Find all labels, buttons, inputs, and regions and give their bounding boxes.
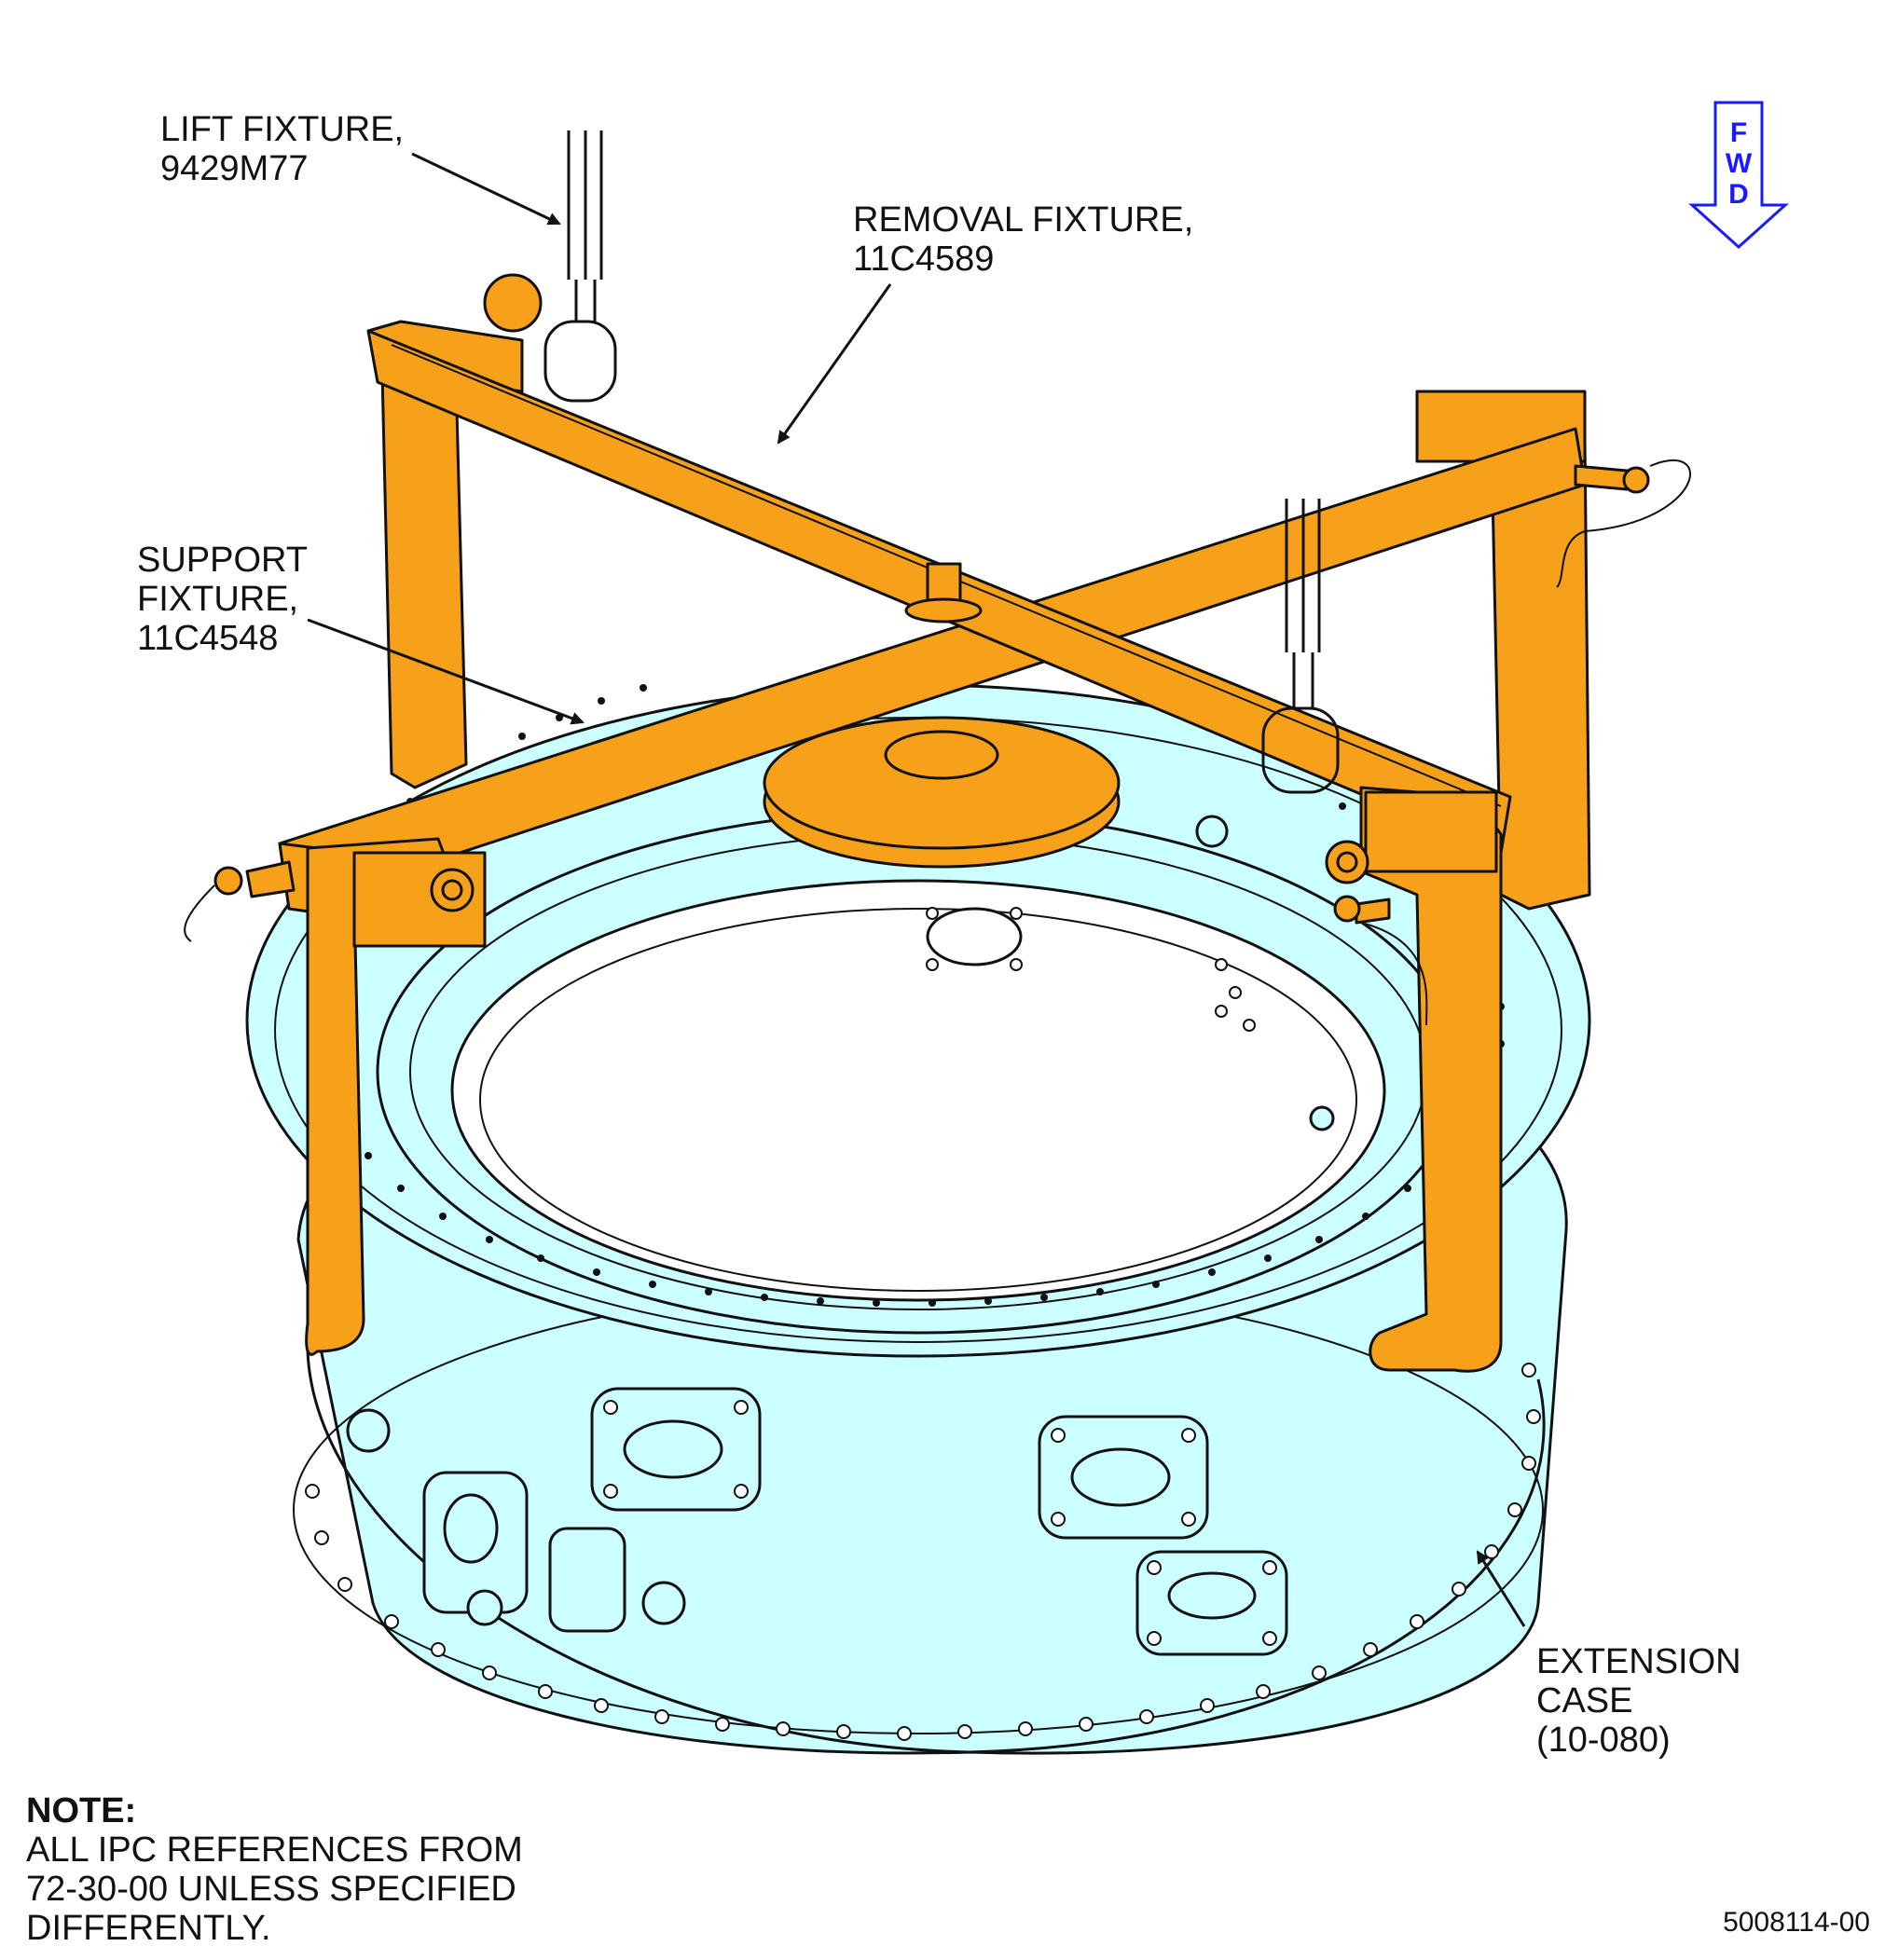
callout-extension-case-line1: EXTENSION xyxy=(1536,1642,1741,1681)
extension-case xyxy=(245,683,1591,1755)
removal-fixture xyxy=(366,273,1512,1373)
callout-support-fixture-line2: FIXTURE, xyxy=(137,580,299,619)
leader-support-fixture xyxy=(307,618,585,725)
note-line1: ALL IPC REFERENCES FROM xyxy=(26,1830,523,1870)
callout-lift-fixture-line1: LIFT FIXTURE, xyxy=(160,110,405,149)
callout-extension-case-line2: CASE xyxy=(1536,1681,1633,1720)
fwd-letter-f: F xyxy=(1730,117,1747,148)
lift-fixture xyxy=(567,130,1321,708)
leader-extension-case xyxy=(1476,1550,1526,1627)
fwd-letter-w: W xyxy=(1726,148,1753,179)
support-fixture xyxy=(184,390,1692,1356)
case-ports xyxy=(346,815,1335,1656)
callout-support-fixture-line3: 11C4548 xyxy=(137,619,279,658)
note-line2: 72-30-00 UNLESS SPECIFIED xyxy=(26,1870,516,1909)
leader-lift-fixture xyxy=(411,152,561,226)
note-line3: DIFFERENTLY. xyxy=(26,1909,271,1948)
callout-lift-fixture: LIFT FIXTURE, 9429M77 xyxy=(160,110,404,188)
callout-lift-fixture-line2: 9429M77 xyxy=(160,149,309,188)
leader-lines xyxy=(307,152,1526,1627)
note-block: NOTE: ALL IPC REFERENCES FROM 72-30-00 U… xyxy=(26,1791,523,1948)
callout-removal-fixture-line1: REMOVAL FIXTURE, xyxy=(853,200,1194,240)
callout-extension-case: EXTENSION CASE (10-080) xyxy=(1536,1642,1741,1760)
callout-support-fixture-line1: SUPPORT xyxy=(137,541,309,580)
fwd-arrow: F W D xyxy=(1688,101,1789,250)
port-bolt-holes xyxy=(603,907,1277,1646)
extension-case-bore-inner xyxy=(479,908,1357,1292)
callout-support-fixture: SUPPORT FIXTURE, 11C4548 xyxy=(137,541,308,658)
note-title: NOTE: xyxy=(26,1791,137,1830)
figure-number: 5008114-00 xyxy=(1723,1907,1870,1938)
bottom-flange-bolt-holes xyxy=(305,1363,1541,1741)
fwd-letter-d: D xyxy=(1728,179,1749,210)
callout-removal-fixture-line2: 11C4589 xyxy=(853,240,995,279)
fwd-arrow-icon xyxy=(1688,101,1789,250)
extension-case-bore xyxy=(450,879,1386,1302)
callout-removal-fixture: REMOVAL FIXTURE, 11C4589 xyxy=(853,200,1193,279)
leader-removal-fixture xyxy=(777,283,892,445)
callout-extension-case-line3: (10-080) xyxy=(1536,1720,1671,1760)
